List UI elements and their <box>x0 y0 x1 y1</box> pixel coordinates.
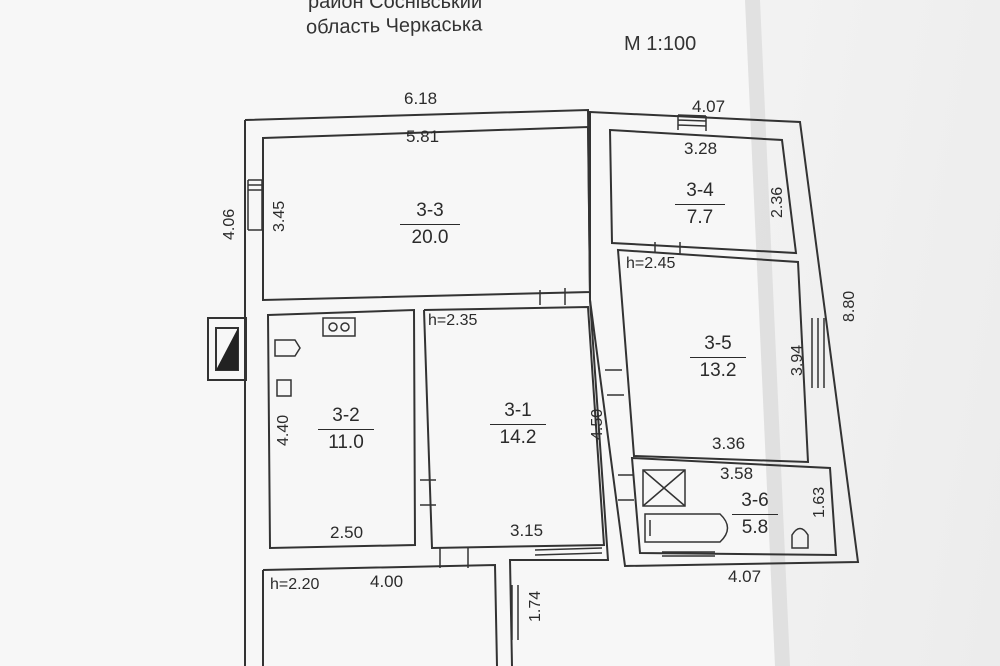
fixtures <box>274 317 809 549</box>
window-top-right <box>677 114 707 131</box>
dim-room32-width: 2.50 <box>330 523 364 542</box>
height-lower: h=2.20 <box>270 576 320 593</box>
dim-room35-height: 3.94 <box>789 344 806 376</box>
dim-lower-height: 1.74 <box>527 590 544 622</box>
shower-icon <box>642 469 686 507</box>
paper-shadow <box>745 0 790 666</box>
room-area: 13.2 <box>699 360 737 381</box>
inner-wall-room-36 <box>630 456 838 557</box>
inner-wall-room-34 <box>608 128 798 255</box>
dim-room34-height: 2.36 <box>769 186 786 218</box>
inner-wall-room-31 <box>423 305 606 550</box>
dim-room34-width: 3.28 <box>684 139 718 158</box>
dim-top-outer: 6.18 <box>404 89 438 108</box>
room-id: 3-3 <box>400 200 460 225</box>
room-id: 3-1 <box>490 400 546 425</box>
dim-room33-height: 3.45 <box>271 200 288 232</box>
room-3-6: 3-6 5.8 <box>732 490 778 539</box>
outer-wall-left-block <box>244 108 610 666</box>
dim-right-outer: 8.80 <box>841 290 858 322</box>
toilet-icon <box>791 527 809 549</box>
sink-icon <box>274 339 301 357</box>
window-bottom-31 <box>534 547 603 556</box>
room-id: 3-6 <box>732 490 778 515</box>
dim-bottom-right-outer: 4.07 <box>728 567 762 586</box>
dim-right-top-outer: 4.07 <box>692 97 726 116</box>
dim-room35-width: 3.36 <box>712 434 746 453</box>
window-bottom-36 <box>662 551 715 557</box>
boiler-icon <box>276 379 292 397</box>
room-3-1: 3-1 14.2 <box>490 400 546 449</box>
room-area: 20.0 <box>411 227 449 248</box>
dim-room32-height: 4.40 <box>275 414 292 446</box>
gas-stove-icon <box>322 317 356 337</box>
window-lower <box>511 585 519 640</box>
bathtub-icon <box>644 513 729 543</box>
paper-sheet <box>0 0 775 666</box>
stove-block <box>207 317 247 381</box>
room-3-5: 3-5 13.2 <box>690 333 746 382</box>
dim-room36-width: 3.58 <box>720 464 754 483</box>
room-id: 3-5 <box>690 333 746 358</box>
inner-wall-room-35 <box>616 248 810 464</box>
height-room31: h=2.35 <box>428 312 478 329</box>
height-room35: h=2.45 <box>626 255 676 272</box>
room-area: 11.0 <box>328 432 364 453</box>
inner-wall-lower <box>262 563 498 666</box>
room-3-2: 3-2 11.0 <box>318 405 374 454</box>
district-label: район Соснівський <box>308 0 483 13</box>
region-label: область Черкаська <box>305 13 483 39</box>
room-area: 7.7 <box>686 207 714 228</box>
dim-room36-height: 1.63 <box>811 486 828 518</box>
doors <box>420 242 681 568</box>
dim-left-outer: 4.06 <box>221 208 238 240</box>
outer-wall-right-block <box>589 110 860 568</box>
room-id: 3-2 <box>318 405 374 430</box>
window-left <box>247 179 263 231</box>
walls <box>207 108 860 666</box>
window-right <box>811 318 825 388</box>
room-id: 3-4 <box>675 180 725 205</box>
dim-lower-width: 4.00 <box>370 572 404 591</box>
room-area: 5.8 <box>741 517 769 538</box>
room-3-3: 3-3 20.0 <box>400 200 460 249</box>
stove-fill <box>216 328 238 370</box>
dim-top-inner: 5.81 <box>406 127 440 146</box>
dim-room31-height: 4.50 <box>589 408 606 440</box>
dim-room31-width: 3.15 <box>510 521 544 540</box>
room-3-4: 3-4 7.7 <box>675 180 725 229</box>
inner-wall-room-32 <box>266 308 417 550</box>
scale-label: М 1:100 <box>624 33 697 55</box>
windows <box>247 114 825 640</box>
room-area: 14.2 <box>499 427 537 448</box>
